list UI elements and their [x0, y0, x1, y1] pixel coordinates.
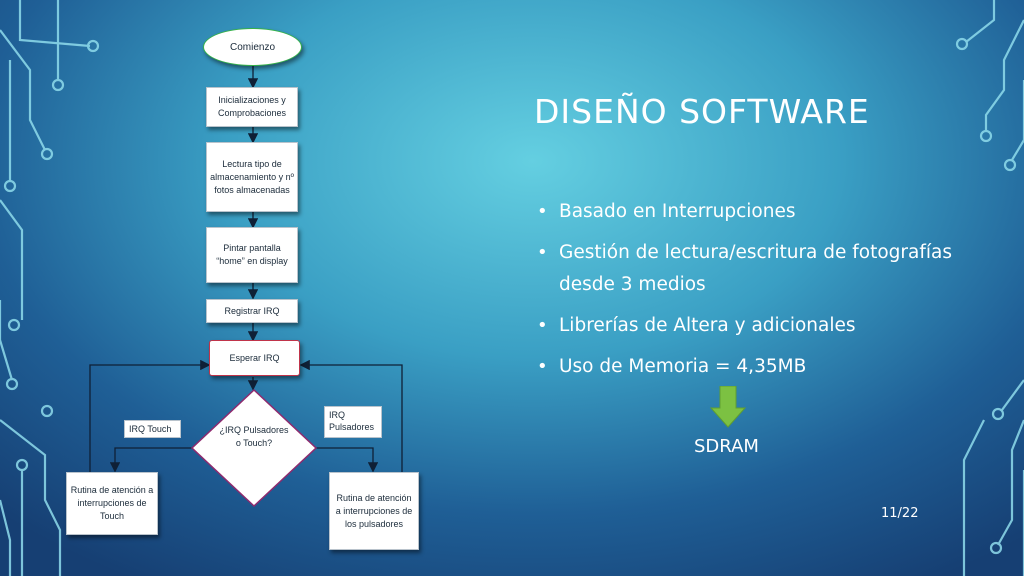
- irq-touch-label: IRQ Touch: [124, 420, 181, 438]
- paint-home-node: Pintar pantalla “home” en display: [206, 227, 298, 283]
- irq-touch-text: IRQ Touch: [129, 424, 172, 434]
- buttons-routine-node: Rutina de atención a interrupciones de l…: [329, 472, 419, 550]
- bullet-item: Basado en Interrupciones: [537, 196, 967, 228]
- bullet-list: Basado en Interrupciones Gestión de lect…: [537, 196, 967, 392]
- bullet-item: Librerías de Altera y adicionales: [537, 310, 967, 342]
- init-node-label: Inicializaciones y Comprobaciones: [217, 95, 287, 118]
- page-number: 11/22: [881, 506, 919, 521]
- start-node: Comienzo: [203, 28, 302, 66]
- register-irq-node-label: Registrar IRQ: [224, 305, 280, 316]
- start-node-label: Comienzo: [229, 41, 276, 53]
- touch-routine-node: Rutina de atención a interrupciones de T…: [66, 472, 158, 535]
- decision-node-label: ¿IRQ Pulsadores o Touch?: [219, 425, 289, 448]
- bullet-item: Gestión de lectura/escritura de fotograf…: [537, 237, 967, 301]
- sdram-label: SDRAM: [694, 436, 759, 457]
- circuit-decoration-right: [955, 0, 1024, 576]
- wait-irq-node-label: Esperar IRQ: [229, 352, 280, 363]
- bullet-item: Uso de Memoria = 4,35MB: [537, 351, 967, 383]
- storage-node-label: Lectura tipo de almacenamiento y nº foto…: [210, 158, 294, 195]
- circuit-decoration-left: [0, 0, 100, 576]
- down-arrow-icon: [710, 386, 746, 428]
- irq-buttons-label: IRQ Pulsadores: [324, 406, 382, 438]
- init-node: Inicializaciones y Comprobaciones: [206, 87, 298, 127]
- register-irq-node: Registrar IRQ: [206, 299, 298, 323]
- wait-irq-node: Esperar IRQ: [209, 340, 300, 376]
- flowchart-connectors: [89, 64, 403, 508]
- irq-buttons-text: IRQ Pulsadores: [329, 410, 375, 432]
- decision-diamond: [190, 388, 318, 508]
- storage-node: Lectura tipo de almacenamiento y nº foto…: [206, 142, 298, 212]
- paint-home-node-label: Pintar pantalla “home” en display: [216, 243, 288, 266]
- slide-title: DISEÑO SOFTWARE: [534, 92, 870, 131]
- touch-routine-node-label: Rutina de atención a interrupciones de T…: [70, 485, 154, 521]
- buttons-routine-node-label: Rutina de atención a interrupciones de l…: [335, 492, 413, 529]
